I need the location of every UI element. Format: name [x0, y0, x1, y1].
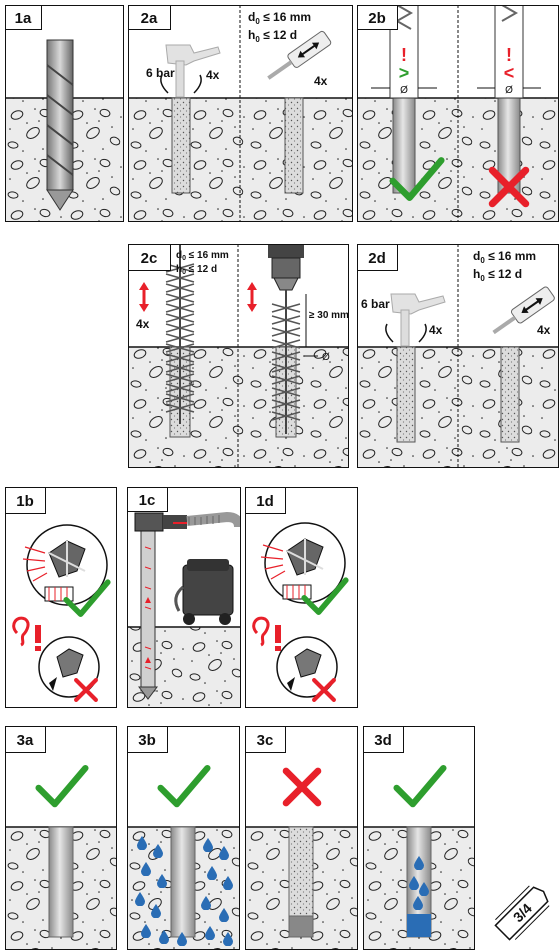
panel-label: 1b: [16, 493, 34, 510]
cond-diameter: d0 ≤ 16 mm: [473, 249, 536, 265]
ear-icon: [14, 618, 28, 645]
vacuum-icon: [176, 559, 233, 625]
ear-icon: [254, 618, 268, 645]
panel-label: 3b: [138, 732, 156, 749]
cond-diameter: d0 ≤ 16 mm: [248, 10, 311, 26]
svg-text:>: >: [399, 63, 410, 83]
panel-2d: 6 bar 4x 4x d0 ≤ 16 mm h0 ≤ 12 d 2d: [357, 244, 559, 468]
drill-bit-icon: [47, 40, 73, 210]
svg-text:4x: 4x: [537, 323, 551, 337]
panel-label: 2d: [368, 250, 386, 267]
svg-text:6 bar: 6 bar: [361, 297, 390, 311]
check-icon: [161, 768, 208, 804]
check-icon: [39, 768, 86, 804]
panel-label: 3d: [374, 732, 392, 749]
panel-label: 2a: [141, 10, 158, 27]
panel-2c: 4x d0 ≤ 16 mm h0 ≤ 12 d ≥ 30 mm Ø 2c: [128, 244, 349, 468]
svg-text:4x: 4x: [206, 68, 220, 82]
svg-text:6 bar: 6 bar: [146, 66, 175, 80]
svg-text:!: !: [401, 45, 407, 65]
panel-3c: 3c: [245, 726, 358, 950]
svg-text:<: <: [504, 63, 515, 83]
panel-label: 1d: [256, 493, 274, 510]
panel-label: 3a: [17, 732, 34, 749]
panel-1b: 1b 1b: [5, 487, 117, 708]
svg-text:≥ 30 mm: ≥ 30 mm: [309, 310, 349, 321]
cond-depth: h0 ≤ 12 d: [473, 267, 522, 283]
page-tab[interactable]: 3/4: [488, 872, 558, 950]
panel-label: 1a: [15, 10, 32, 27]
panel-2a: 6 bar 4x 4x d0 ≤ 16 mm h0 ≤ 12 d 2a: [128, 5, 353, 222]
panel-2b: ! > Ø ! < Ø 2b: [357, 5, 559, 222]
panel-label: 2b: [368, 10, 386, 27]
panel-1c: 1c: [127, 487, 241, 708]
cond-depth: h0 ≤ 12 d: [176, 264, 217, 276]
svg-text:4x: 4x: [314, 74, 328, 88]
panel-1a: 1a: [5, 5, 124, 222]
svg-text:4x: 4x: [136, 317, 150, 331]
panel-3d: 3d: [363, 726, 475, 950]
svg-text:!: !: [506, 45, 512, 65]
panel-label: 2c: [141, 250, 158, 267]
cond-diameter: d0 ≤ 16 mm: [176, 250, 229, 262]
panel-1d: 1d: [245, 487, 358, 708]
svg-text:Ø: Ø: [322, 352, 330, 363]
panel-label: 3c: [257, 732, 274, 749]
svg-text:4x: 4x: [429, 323, 443, 337]
cond-depth: h0 ≤ 12 d: [248, 28, 297, 44]
svg-text:Ø: Ø: [400, 85, 408, 96]
drill-chuck-icon: [268, 244, 304, 290]
check-icon: [397, 768, 444, 804]
panel-3a: 3a: [5, 726, 117, 950]
svg-text:Ø: Ø: [505, 85, 513, 96]
cross-icon: [286, 771, 318, 803]
panel-label: 1c: [139, 492, 156, 509]
panel-3b: 3b: [127, 726, 240, 950]
